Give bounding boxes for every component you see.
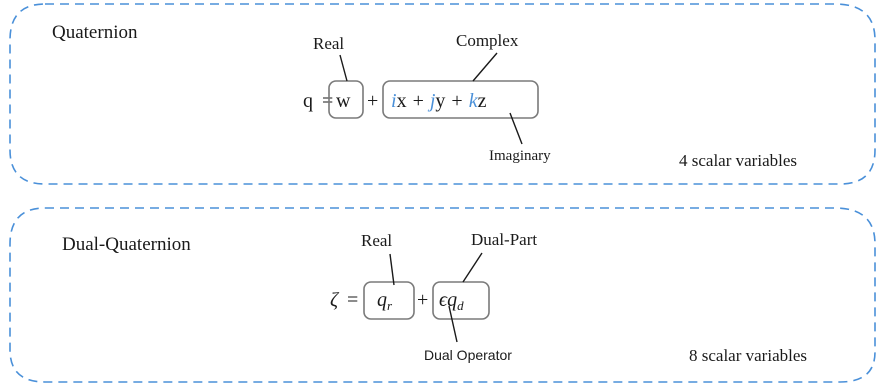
dual-quaternion-dashed-frame bbox=[9, 207, 876, 383]
quaternion-panel: Quaternion q = w + ix+jy+kz Real Complex… bbox=[9, 3, 876, 185]
dual-base: q bbox=[447, 289, 457, 311]
dual-quaternion-label-dual-operator: Dual Operator bbox=[424, 347, 512, 363]
dual-quaternion-dual-term: ϵqd bbox=[439, 289, 464, 313]
var-z: z bbox=[478, 90, 487, 112]
quaternion-dashed-frame bbox=[9, 3, 876, 185]
plus-3: + bbox=[451, 90, 462, 112]
unit-j: j bbox=[427, 90, 436, 112]
dual-quaternion-real-term: qr bbox=[377, 289, 393, 313]
dual-quaternion-real-box bbox=[363, 281, 415, 320]
real-base: q bbox=[377, 289, 387, 311]
dual-quaternion-panel: Dual-Quaternion ζ = qr + ϵqd Real Dual-P… bbox=[9, 207, 876, 383]
real-subscript: r bbox=[387, 298, 393, 313]
dual-quaternion-equals: = bbox=[347, 289, 358, 311]
dual-quaternion-lhs: ζ bbox=[330, 289, 340, 311]
dual-quaternion-label-real: Real bbox=[361, 231, 392, 250]
quaternion-lhs: q bbox=[303, 90, 313, 112]
quaternion-plus: + bbox=[367, 90, 378, 112]
quaternion-complex-box bbox=[382, 80, 539, 119]
dual-operator-symbol: ϵ bbox=[439, 289, 448, 311]
quaternion-equals: = bbox=[322, 90, 333, 112]
quaternion-label-real: Real bbox=[313, 34, 344, 53]
var-y: y bbox=[435, 90, 445, 112]
var-x: x bbox=[397, 90, 407, 112]
dual-quaternion-title: Dual-Quaternion bbox=[62, 234, 191, 255]
unit-k: k bbox=[469, 90, 479, 112]
plus-2: + bbox=[413, 90, 424, 112]
quaternion-label-complex: Complex bbox=[456, 31, 519, 50]
quaternion-real-leader bbox=[339, 54, 348, 82]
dual-quaternion-dual-part-leader bbox=[462, 252, 483, 283]
dual-subscript: d bbox=[457, 298, 464, 313]
quaternion-real-term: w bbox=[336, 90, 351, 112]
dual-quaternion-real-leader bbox=[389, 253, 395, 286]
quaternion-imaginary-leader bbox=[509, 112, 523, 145]
quaternion-title: Quaternion bbox=[52, 22, 138, 43]
quaternion-real-box bbox=[328, 80, 364, 119]
unit-i: i bbox=[391, 90, 397, 112]
dual-quaternion-dual-box bbox=[432, 281, 490, 320]
dual-quaternion-label-dual-part: Dual-Part bbox=[471, 230, 537, 249]
dual-quaternion-note: 8 scalar variables bbox=[689, 346, 807, 365]
quaternion-note: 4 scalar variables bbox=[679, 151, 797, 170]
dual-quaternion-plus: + bbox=[417, 289, 428, 311]
quaternion-complex-leader bbox=[472, 52, 498, 82]
quaternion-label-imaginary: Imaginary bbox=[489, 148, 551, 164]
dual-quaternion-dual-operator-leader bbox=[448, 305, 458, 343]
quaternion-complex-expression: ix+jy+kz bbox=[391, 90, 487, 112]
